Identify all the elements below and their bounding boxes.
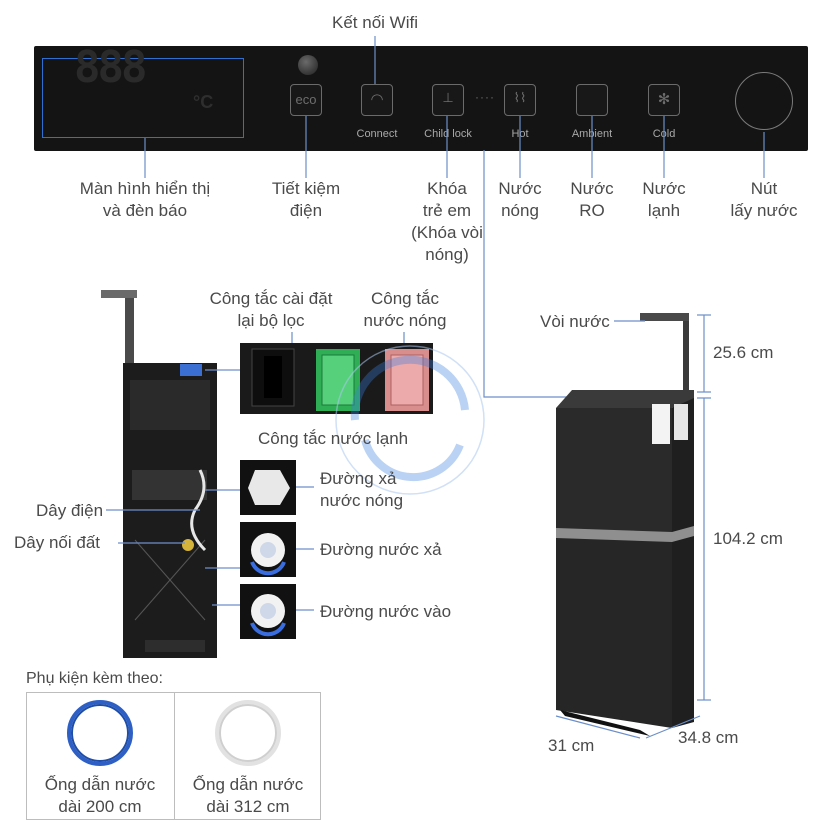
eco-button[interactable] (290, 84, 322, 116)
eco-icon: eco (295, 92, 317, 107)
power-cord-label: Dây điện (36, 501, 104, 520)
display-callout-line2: và đèn báo (102, 201, 188, 220)
filter-reset-switch-line1: Công tắc cài đặt (209, 289, 333, 308)
connect-button[interactable] (361, 84, 393, 116)
eco-callout-line1: Tiết kiệm (271, 179, 341, 198)
dots-separator: ···· (475, 90, 495, 104)
ro-callout-line1: Nước (570, 179, 614, 198)
eco-callout-line2: điện (289, 201, 323, 220)
cold-button[interactable] (648, 84, 680, 116)
wifi-callout: Kết nối Wifi (332, 13, 418, 32)
snowflake-icon: ✻ (657, 91, 671, 108)
display-unit: °C (193, 92, 214, 112)
front-view-drawing (556, 313, 694, 736)
hose-200-line2: dài 200 cm (58, 797, 142, 816)
ro-callout-line2: RO (579, 201, 605, 220)
hose-200-line1: Ống dẫn nước (44, 775, 156, 794)
dispense-button[interactable] (735, 72, 793, 130)
accessories-box (26, 692, 321, 820)
dispense-callout-line2: lấy nước (730, 201, 798, 220)
cold-callout-line2: lạnh (647, 201, 681, 220)
hot-callout-line2: nóng (501, 201, 539, 220)
ground-wire-label: Dây nối đất (14, 533, 100, 552)
child-lock-button[interactable] (432, 84, 464, 116)
dispense-callout-line1: Nút (750, 179, 778, 198)
connect-caption: Connect (356, 128, 398, 140)
hose-312-line2: dài 312 cm (206, 797, 290, 816)
faucet-height-dimension: 25.6 cm (713, 343, 774, 362)
hot-drain-line1: Đường xả (320, 469, 397, 488)
cold-switch-label: Công tắc nước lạnh (258, 429, 409, 448)
child-lock-callout-line3: (Khóa vòi (411, 223, 483, 242)
filter-reset-switch-line2: lại bộ lọc (237, 311, 305, 330)
rear-view-drawing (101, 290, 217, 658)
ambient-button[interactable] (576, 84, 608, 116)
child-lock-callout-line1: Khóa (427, 179, 467, 198)
hot-switch-line2: nước nóng (363, 311, 447, 330)
sensor-dot (298, 55, 318, 75)
accessories-title: Phụ kiện kèm theo: (26, 670, 163, 687)
accessories-divider (174, 692, 175, 820)
cold-callout-line1: Nước (642, 179, 686, 198)
display-outline (42, 58, 244, 138)
wifi-icon: ◠ (370, 91, 384, 108)
body-height-dimension: 104.2 cm (713, 529, 783, 548)
hot-water-icon: ⌇⌇ (513, 90, 527, 105)
child-lock-icon: ⊥ (442, 90, 454, 105)
hot-callout-line1: Nước (498, 179, 542, 198)
hot-button[interactable] (504, 84, 536, 116)
hose-312-line1: Ống dẫn nước (192, 775, 304, 794)
display-callout-line1: Màn hình hiển thị (79, 179, 211, 198)
width-dimension: 31 cm (548, 736, 595, 755)
depth-dimension: 34.8 cm (678, 728, 739, 747)
inlet-line-label: Đường nước vào (320, 602, 452, 621)
child-lock-caption: Child lock (424, 128, 472, 140)
display-digits: 888 (74, 42, 148, 93)
child-lock-callout-line2: trẻ em (422, 201, 472, 220)
faucet-label: Vòi nước (540, 312, 610, 331)
drain-line-label: Đường nước xả (320, 540, 442, 559)
child-lock-callout-line4: nóng) (425, 245, 469, 264)
hot-switch-line1: Công tắc (370, 289, 440, 308)
hot-drain-line2: nước nóng (320, 491, 404, 510)
